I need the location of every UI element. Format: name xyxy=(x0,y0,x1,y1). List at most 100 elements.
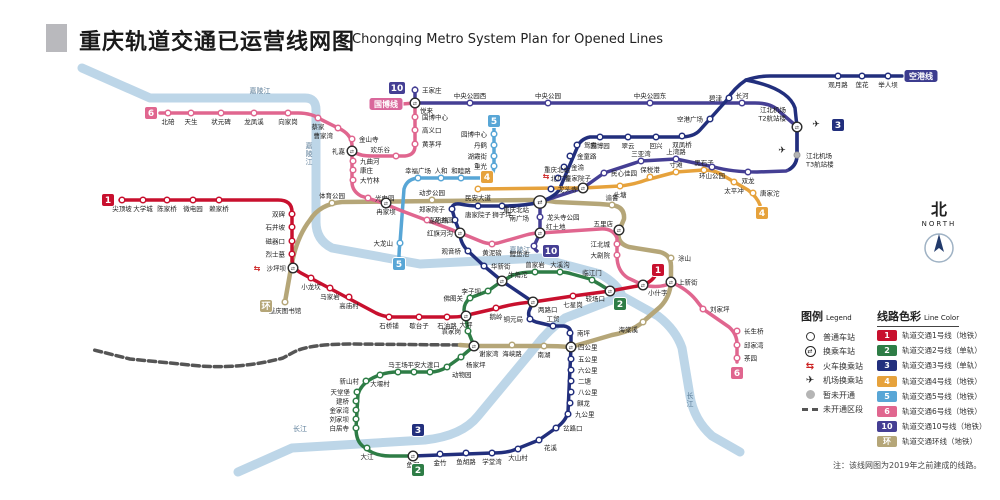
station-label: 空港广场 xyxy=(677,115,704,124)
station-label: 狮子坪 xyxy=(492,211,512,219)
station-icon xyxy=(884,72,892,80)
station-icon xyxy=(530,242,538,250)
plane-icon: ✈ xyxy=(778,146,786,156)
station-太平冲: 太平冲 xyxy=(724,178,744,195)
station-label: 重光 xyxy=(474,162,488,171)
station-label: 丹鹤 xyxy=(474,141,488,150)
station-label: 沙坪坝 xyxy=(267,264,287,273)
line-badge-box xyxy=(144,106,158,120)
station-金童路: 金童路 xyxy=(566,152,597,161)
station-label: 唐家沱 xyxy=(760,189,780,198)
station-icon xyxy=(326,284,334,292)
station-icon xyxy=(352,415,360,423)
station-icon xyxy=(189,196,197,204)
station-邱家湾: 邱家湾 xyxy=(733,341,764,350)
station-label: 冉家坝 xyxy=(376,207,396,216)
line-path-line3 xyxy=(411,74,904,458)
station-icon xyxy=(613,251,621,259)
line-name-box-label: 空港线 xyxy=(909,71,933,81)
station-体育公园: 体育公园 xyxy=(319,191,345,207)
station-icon xyxy=(646,173,654,181)
station-icon xyxy=(349,157,357,165)
station-海峡路: 海峡路 xyxy=(502,341,522,358)
station-翠云: 翠云 xyxy=(622,133,635,150)
station-大山村: 大山村 xyxy=(508,445,528,462)
line-badge-10: 10 xyxy=(542,244,560,258)
station-牛角沱: ⇄牛角沱 xyxy=(496,270,528,287)
station-label-multiline: 重庆北站南广场 xyxy=(503,205,530,223)
station-铜元局: 铜元局 xyxy=(504,315,534,324)
station-label: 悦来 xyxy=(420,106,434,115)
station-icon xyxy=(348,135,356,143)
train-icon: ⇆ xyxy=(254,264,261,273)
line-badge-box xyxy=(831,118,845,132)
station-和睦路: 和睦路 xyxy=(451,166,471,182)
station-临江门: 临江门 xyxy=(582,268,602,284)
station-icon xyxy=(573,141,581,149)
station-label: 环山公园 xyxy=(699,171,725,180)
station-label: 石桥铺 xyxy=(379,321,399,330)
line-badge-number: 6 xyxy=(148,109,154,119)
station-icon xyxy=(334,124,342,132)
station-双龙: 双龙 xyxy=(742,168,755,185)
page-title: 重庆轨道交通已运营线网图 xyxy=(79,30,356,55)
station-icon xyxy=(288,210,296,218)
station-民安大道: 民安大道 xyxy=(465,185,492,202)
station-金竹: 金竹 xyxy=(434,450,447,467)
line-name-box: 空港线 xyxy=(903,69,939,83)
station-label: 花卉园 xyxy=(434,216,454,225)
station-label: 嘉州路 xyxy=(429,216,449,225)
station-园博中心: 园博中心 xyxy=(461,130,498,139)
station-微电园: 微电园 xyxy=(183,196,203,213)
station-label: 临江门 xyxy=(582,268,602,277)
station-icon xyxy=(436,450,444,458)
transfer-station-icon xyxy=(533,195,547,209)
station-曹家湾: 曹家湾 xyxy=(314,124,342,140)
station-label: 小什字 xyxy=(648,288,668,297)
line-badge-box xyxy=(651,263,665,277)
station-label: 礼嘉 xyxy=(332,147,346,156)
station-label: 龙头寺公园 xyxy=(547,213,580,222)
station-label: 幸福广场 xyxy=(405,166,432,175)
station-icon xyxy=(708,163,716,171)
transfer-station-icon xyxy=(380,197,392,209)
station-马家岩: 马家岩 xyxy=(320,284,340,301)
station-icon xyxy=(556,268,564,276)
station-丹鹤: 丹鹤 xyxy=(474,141,498,150)
station-icon xyxy=(284,109,292,117)
station-label: 长生桥 xyxy=(744,327,764,336)
station-icon xyxy=(349,176,357,184)
station-icon xyxy=(474,202,482,210)
station-大学城: 大学城 xyxy=(133,196,153,213)
station-黄茅坪: 黄茅坪 xyxy=(411,140,442,149)
station-label: 四公里 xyxy=(578,344,598,352)
station-icon xyxy=(451,216,459,224)
compass-icon xyxy=(924,233,954,263)
station-label: 回兴 xyxy=(650,141,664,150)
river-label: 嘉陵江 xyxy=(250,86,271,95)
station-中央公园东: 中央公园东 xyxy=(634,91,667,107)
station-label: 鲤鱼池 xyxy=(510,249,530,258)
station-label: 头塘 xyxy=(614,190,628,199)
legend-item-dash: 未开通区段 xyxy=(801,403,863,418)
north-label-cn: 北 xyxy=(930,200,947,219)
station-岔路口: 岔路口 xyxy=(552,424,583,433)
station-icon xyxy=(376,371,384,379)
line-color-badge: 1 xyxy=(877,330,897,342)
station-label: 天生 xyxy=(185,117,199,126)
station-八公里: 八公里 xyxy=(567,388,598,397)
transfer-arrows-icon: ⇄ xyxy=(531,300,535,306)
station-长生桥: 长生桥 xyxy=(733,327,764,336)
station-label: 两路口 xyxy=(538,305,558,314)
line-color-label: 轨道交通1号线（地铁） xyxy=(902,331,982,341)
station-南坪: 南坪 xyxy=(566,329,591,338)
station-冉家坝: ⇄冉家坝 xyxy=(376,197,396,216)
transfer-station-icon xyxy=(409,97,421,109)
station-label: 大山村 xyxy=(508,453,528,462)
station-高庙村: 高庙村 xyxy=(339,293,359,310)
